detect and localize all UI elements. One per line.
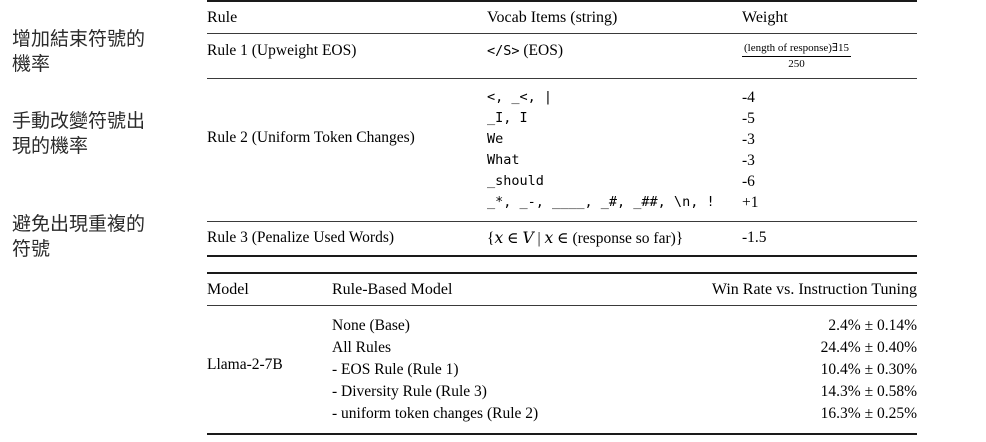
- list-item: -3: [742, 152, 755, 169]
- rule1-vocab-suffix: (EOS): [519, 42, 563, 59]
- results-model-name: Llama-2-7B: [207, 356, 283, 373]
- rules-table-head: Rule Vocab Items (string) Weight: [207, 2, 917, 33]
- results-table-head: Model Rule-Based Model Win Rate vs. Inst…: [207, 274, 917, 305]
- rule2-vocab-items: <, _<, | _I, I We What _should _*, _-, _…: [487, 87, 742, 213]
- set-open-brace: {: [487, 230, 495, 247]
- rule3-weight: -1.5: [742, 229, 767, 246]
- list-item: All Rules: [332, 339, 391, 356]
- table-row-results: Llama-2-7B None (Base) All Rules - EOS R…: [207, 306, 917, 433]
- rules-row2-bottom-rule: [207, 221, 917, 222]
- rules-table-body-3: Rule 3 (Penalize Used Words) {x ∈ V | x …: [207, 222, 917, 255]
- results-header-win-rate: Win Rate vs. Instruction Tuning: [711, 281, 917, 298]
- rules-header-rule-line: [207, 33, 917, 34]
- results-table-top-rule: [207, 272, 917, 274]
- tables-container: Rule Vocab Items (string) Weight Rule 1 …: [207, 0, 917, 435]
- rule1-vocab-token: </S>: [487, 43, 520, 59]
- list-item: -4: [742, 89, 755, 106]
- results-header-model: Model: [207, 281, 249, 298]
- results-header-rule-line: [207, 305, 917, 306]
- results-header-row: Model Rule-Based Model Win Rate vs. Inst…: [207, 274, 917, 305]
- rule2-weight-list: -4 -5 -3 -3 -6 +1: [742, 79, 917, 221]
- rules-table-body-1: Rule 1 (Upweight EOS) </S> (EOS) (length…: [207, 34, 917, 78]
- rule2-label: Rule 2 (Uniform Token Changes): [207, 129, 415, 146]
- set-element-of-2: ∈: [553, 230, 573, 247]
- rule2-weights: -4 -5 -3 -3 -6 +1: [742, 87, 917, 213]
- rules-table-top-rule: [207, 0, 917, 2]
- list-item: What: [487, 152, 520, 168]
- results-table-body: Llama-2-7B None (Base) All Rules - EOS R…: [207, 306, 917, 433]
- rules-header-vocab: Vocab Items (string): [487, 9, 618, 26]
- rules-table-bottom-rule: [207, 255, 917, 257]
- results-winrates: 2.4% ± 0.14% 24.4% ± 0.40% 10.4% ± 0.30%…: [632, 315, 917, 425]
- list-item: -3: [742, 131, 755, 148]
- list-item: We: [487, 131, 504, 147]
- rule3-label: Rule 3 (Penalize Used Words): [207, 229, 395, 246]
- rules-header-weight: Weight: [742, 9, 788, 26]
- set-close-brace: }: [675, 230, 684, 247]
- table-row-rule1: Rule 1 (Upweight EOS) </S> (EOS) (length…: [207, 34, 917, 78]
- rules-table-body-2: Rule 2 (Uniform Token Changes) <, _<, | …: [207, 79, 917, 221]
- set-var-x1: x: [494, 229, 504, 247]
- list-item: +1: [742, 194, 759, 211]
- results-winrate-list: 2.4% ± 0.14% 24.4% ± 0.40% 10.4% ± 0.30%…: [632, 306, 917, 433]
- list-item: <, _<, |: [487, 89, 553, 105]
- list-item: -6: [742, 173, 755, 190]
- annotation-note-eos: 增加結束符號的 機率: [12, 28, 146, 75]
- list-item: _I, I: [487, 110, 528, 126]
- set-divider-bar: |: [533, 230, 545, 247]
- list-item: - EOS Rule (Rule 1): [332, 361, 459, 378]
- rules-table: Rule Vocab Items (string) Weight: [207, 2, 917, 33]
- table-row-rule2: Rule 2 (Uniform Token Changes) <, _<, | …: [207, 79, 917, 221]
- results-variant-list: None (Base) All Rules - EOS Rule (Rule 1…: [332, 306, 632, 433]
- rule3-set-notation: {x ∈ V | x ∈ (response so far)}: [487, 229, 684, 247]
- rules-header-rule: Rule: [207, 9, 238, 26]
- table-row-rule3: Rule 3 (Penalize Used Words) {x ∈ V | x …: [207, 222, 917, 255]
- results-table-bottom-rule: [207, 433, 917, 435]
- set-condition-text: (response so far): [572, 230, 676, 247]
- set-vocab-symbol: V: [522, 229, 534, 247]
- list-item: None (Base): [332, 317, 410, 334]
- list-item: 10.4% ± 0.30%: [820, 361, 917, 378]
- list-item: 16.3% ± 0.25%: [820, 405, 917, 422]
- list-item: - uniform token changes (Rule 2): [332, 405, 539, 422]
- set-element-of-1: ∈: [503, 230, 523, 247]
- tables-gap: [207, 257, 917, 272]
- rule1-weight-numerator: (length of response)∃15: [742, 42, 851, 57]
- rule1-vocab: </S> (EOS): [487, 34, 742, 78]
- rules-row1-bottom-rule: [207, 78, 917, 79]
- rule2-vocab-list: <, _<, | _I, I We What _should _*, _-, _…: [487, 79, 742, 221]
- annotation-note-token-changes: 手動改變符號出 現的機率: [12, 110, 146, 157]
- rule3-vocab: {x ∈ V | x ∈ (response so far)}: [487, 222, 742, 255]
- list-item: - Diversity Rule (Rule 3): [332, 383, 487, 400]
- rule1-label: Rule 1 (Upweight EOS): [207, 42, 357, 59]
- results-table: Model Rule-Based Model Win Rate vs. Inst…: [207, 274, 917, 305]
- rules-header-row: Rule Vocab Items (string) Weight: [207, 2, 917, 33]
- annotation-column: 增加結束符號的 機率 手動改變符號出 現的機率 避免出現重複的 符號: [0, 0, 200, 442]
- set-var-x2: x: [544, 229, 554, 247]
- list-item: 2.4% ± 0.14%: [828, 317, 917, 334]
- list-item: _*, _-, ____, _#, _##, \n, !: [487, 194, 715, 210]
- list-item: 14.3% ± 0.58%: [820, 383, 917, 400]
- annotation-note-repetition: 避免出現重複的 符號: [12, 213, 146, 260]
- rule1-weight-fraction: (length of response)∃15 250: [742, 42, 851, 71]
- list-item: _should: [487, 173, 544, 189]
- rule1-weight: (length of response)∃15 250: [742, 34, 917, 78]
- results-variants: None (Base) All Rules - EOS Rule (Rule 1…: [332, 315, 632, 425]
- list-item: -5: [742, 110, 755, 127]
- rule1-weight-denominator: 250: [788, 58, 805, 70]
- list-item: 24.4% ± 0.40%: [820, 339, 917, 356]
- results-header-rule-based-model: Rule-Based Model: [332, 281, 453, 298]
